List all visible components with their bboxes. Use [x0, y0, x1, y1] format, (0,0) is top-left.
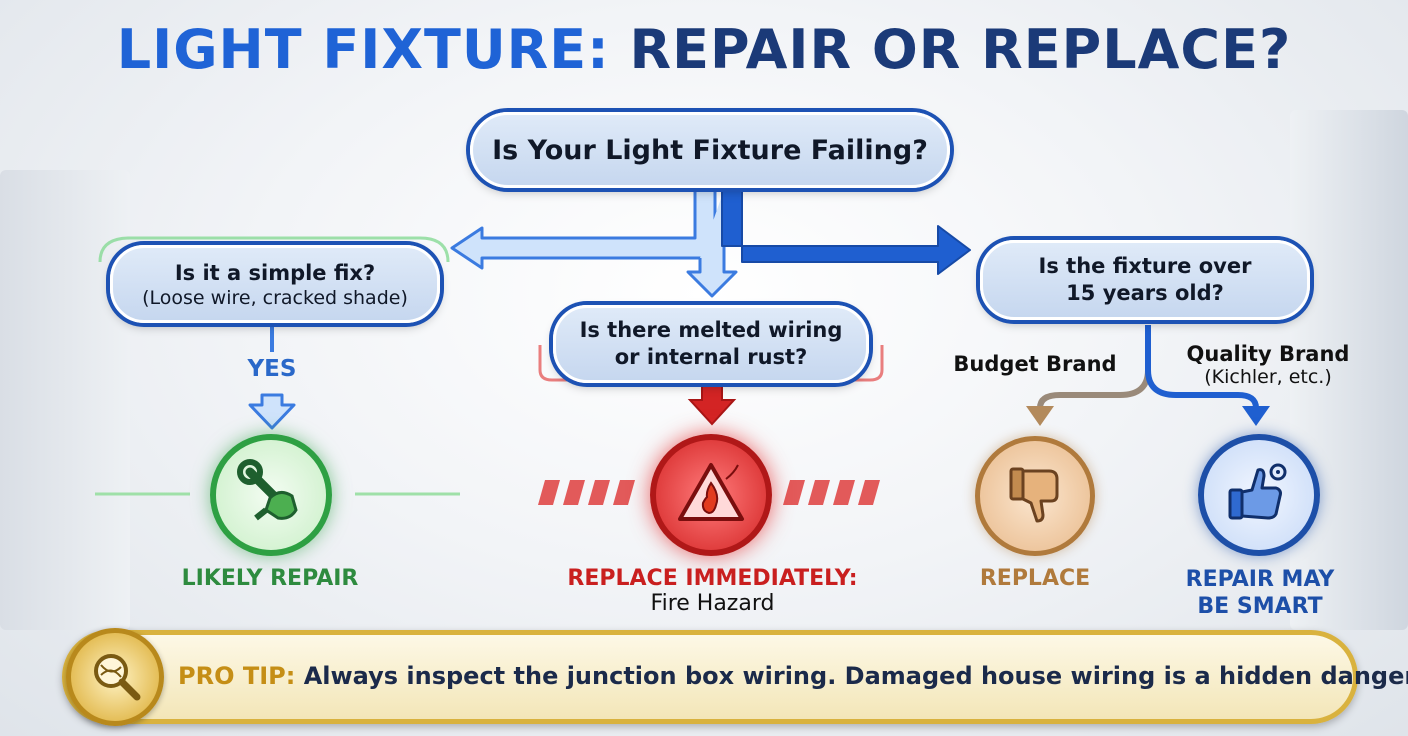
pro-tip-label: PRO TIP:: [178, 662, 296, 690]
fire-hazard-badge: [650, 434, 772, 556]
replace-immediately-outcome: REPLACE IMMEDIATELY: Fire Hazard: [540, 566, 885, 616]
magnifier-wire-icon: [87, 647, 143, 707]
melted-wiring-line-1: Is there melted wiring: [579, 318, 843, 342]
quality-brand-name: Quality Brand: [1186, 342, 1350, 366]
replace-badge: [975, 436, 1095, 556]
thumbs-down-icon: [1005, 463, 1065, 529]
arrow-head-budget: [1026, 406, 1054, 426]
likely-repair-outcome: LIKELY REPAIR: [181, 566, 359, 591]
simple-fix-question-node: Is it a simple fix? (Loose wire, cracked…: [110, 245, 440, 323]
pro-tip-body: Always inspect the junction box wiring. …: [303, 662, 1408, 690]
simple-fix-detail-text: (Loose wire, cracked shade): [142, 286, 408, 309]
background-panel-left: [0, 170, 130, 630]
background-panel-right: [1290, 110, 1408, 630]
repair-smart-badge: [1198, 434, 1320, 556]
repair-may-line-2: BE SMART: [1197, 594, 1323, 619]
repair-may-line-1: REPAIR MAY: [1185, 567, 1335, 592]
arrow-to-simple-fix: [450, 188, 717, 270]
quality-brand-label: Quality Brand (Kichler, etc.): [1178, 342, 1358, 388]
arrow-to-fire-hazard: [687, 385, 737, 426]
arrow-yes-down: [248, 393, 296, 430]
yes-label: YES: [247, 356, 297, 382]
fixture-age-line-2: 15 years old?: [1066, 281, 1224, 305]
fixture-age-line-1: Is the fixture over: [1038, 254, 1252, 278]
quality-brand-detail: (Kichler, etc.): [1204, 366, 1332, 388]
green-bracket-simple-fix: [98, 236, 450, 263]
page-title: LIGHT FIXTURE: REPAIR OR REPLACE?: [0, 18, 1408, 81]
pro-tip-text: PRO TIP: Always inspect the junction box…: [178, 662, 1408, 690]
start-question-text: Is Your Light Fixture Failing?: [492, 134, 928, 166]
likely-repair-badge: [210, 434, 332, 556]
connector-quality-brand: [1145, 325, 1259, 409]
arrow-to-fixture-age: [721, 189, 971, 275]
fire-warning-icon: [676, 461, 746, 529]
hazard-stripes-right: [783, 480, 880, 505]
pro-tip-badge: [66, 628, 164, 726]
title-part-2: REPAIR OR REPLACE?: [629, 18, 1292, 81]
replace-immediately-text: REPLACE IMMEDIATELY:: [567, 566, 858, 591]
thumbs-up-gear-icon: [1226, 462, 1292, 528]
simple-fix-question-text: Is it a simple fix?: [174, 260, 376, 285]
replace-outcome: REPLACE: [979, 566, 1091, 591]
start-question-node: Is Your Light Fixture Failing?: [470, 112, 950, 188]
pro-tip-bar: [62, 630, 1358, 724]
fire-hazard-text: Fire Hazard: [650, 591, 775, 616]
budget-brand-label: Budget Brand: [953, 352, 1117, 376]
melted-wiring-question-node: Is there melted wiring or internal rust?: [553, 305, 869, 383]
melted-wiring-line-2: or internal rust?: [614, 345, 808, 369]
wrench-hand-icon: [236, 458, 306, 532]
title-part-1: LIGHT FIXTURE:: [116, 18, 610, 81]
hazard-stripes-left: [538, 480, 635, 505]
fixture-age-question-node: Is the fixture over 15 years old?: [980, 240, 1310, 320]
repair-may-be-smart-outcome: REPAIR MAY BE SMART: [1160, 566, 1360, 620]
arrow-head-quality: [1242, 406, 1270, 426]
